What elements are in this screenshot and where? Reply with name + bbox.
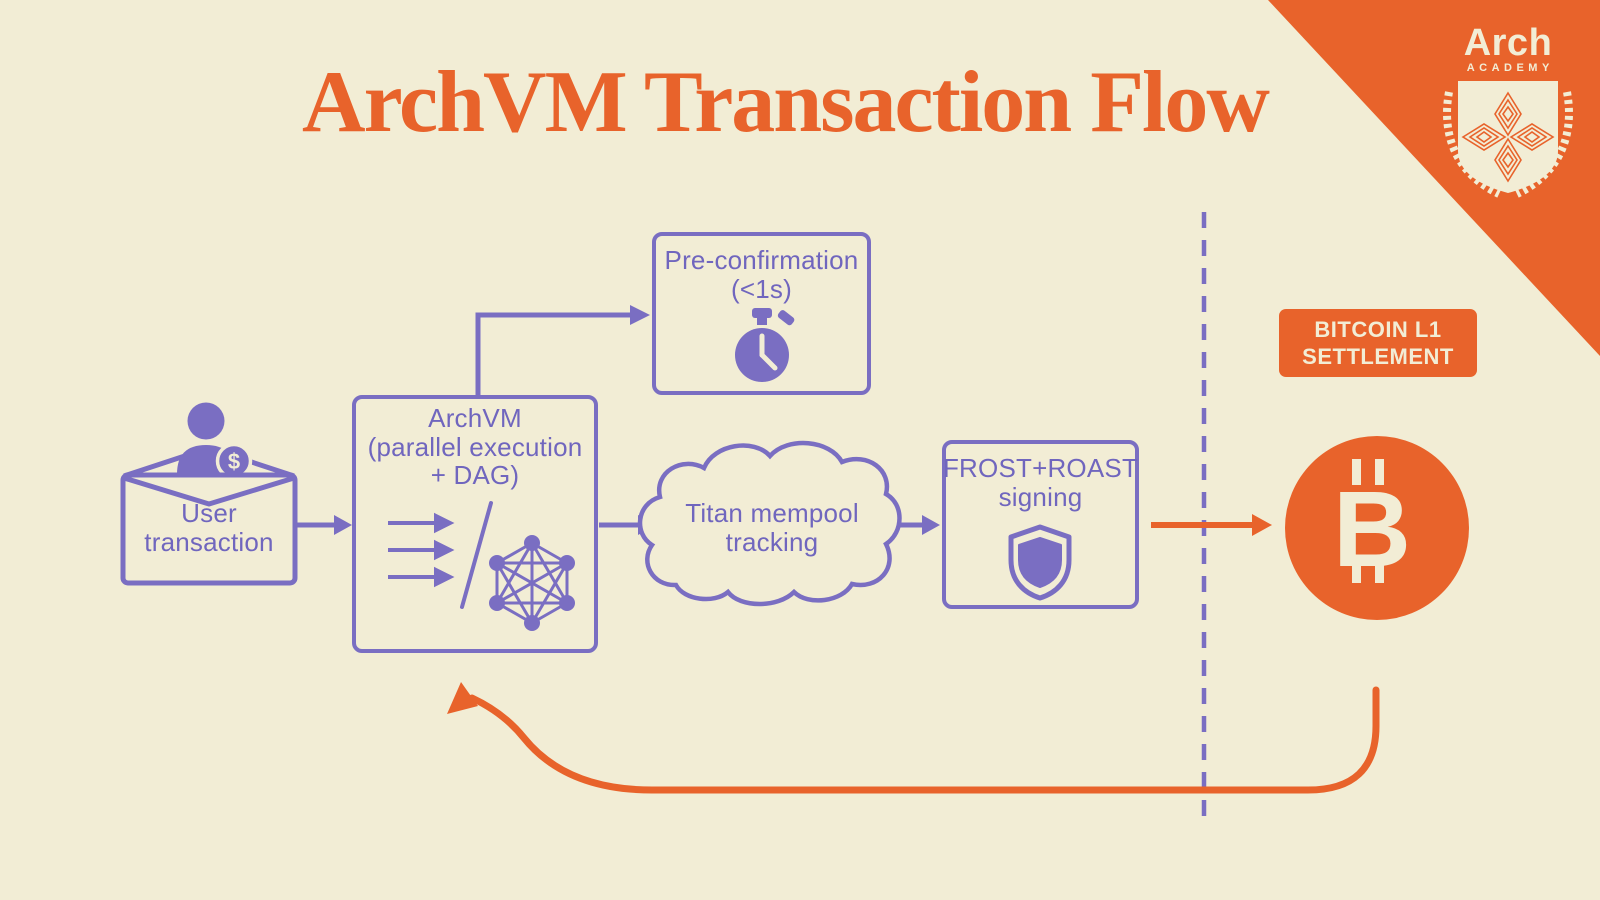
page-title: ArchVM Transaction Flow <box>302 54 1270 151</box>
logo-subtitle-text: ACADEMY <box>1466 62 1554 74</box>
edge-signing-bitcoin <box>1151 514 1272 536</box>
archvm-label-line3: + DAG) <box>430 460 520 491</box>
envelope-icon: $ <box>120 402 298 586</box>
logo-brand-text: Arch <box>1463 22 1553 64</box>
frost-signing-label-line1: FROST+ROAST <box>942 453 1139 483</box>
preconfirmation-label-line1: Pre-confirmation <box>664 245 859 275</box>
preconfirmation-label-line2: (<1s) <box>731 273 792 304</box>
frost-signing-label-line2: signing <box>998 481 1083 512</box>
mempool-cloud-shape <box>637 440 902 607</box>
archvm-label-line1: ArchVM <box>428 403 522 433</box>
mempool-label-line2: tracking <box>725 526 819 557</box>
node-archvm-box <box>352 395 598 653</box>
bitcoin-icon: B <box>1285 436 1469 620</box>
settlement-badge-line2: SETTLEMENT <box>1302 344 1454 369</box>
stopwatch-icon <box>735 308 795 382</box>
slash-divider <box>460 501 493 609</box>
dollar-coin-icon: $ <box>215 442 253 480</box>
svg-text:B: B <box>1333 468 1411 589</box>
dag-graph-icon <box>489 535 575 631</box>
svg-text:$: $ <box>228 449 240 474</box>
crest-diamond-pattern <box>1461 91 1555 183</box>
shield-icon <box>1008 524 1072 601</box>
user-transaction-label-line2: transaction <box>144 526 274 557</box>
edge-archvm-preconfirmation <box>475 305 650 396</box>
settlement-badge-line1: BITCOIN L1 <box>1314 316 1442 342</box>
archvm-label: ArchVM(parallel execution+ DAG) <box>352 404 598 490</box>
user-transaction-label-line1: User <box>181 498 237 528</box>
edge-user-archvm <box>297 515 352 535</box>
logo-crest-icon <box>1443 81 1573 198</box>
archvm-label-line2: (parallel execution <box>367 431 583 462</box>
mempool-label-line1: Titan mempool <box>685 498 859 528</box>
parallel-arrows-icon <box>388 512 455 588</box>
preconfirmation-label: Pre-confirmation(<1s) <box>652 246 871 303</box>
edge-bitcoin-archvm-return-loop <box>447 682 1380 794</box>
node-frost-signing-box <box>942 440 1139 609</box>
node-preconfirmation-box <box>652 232 871 395</box>
